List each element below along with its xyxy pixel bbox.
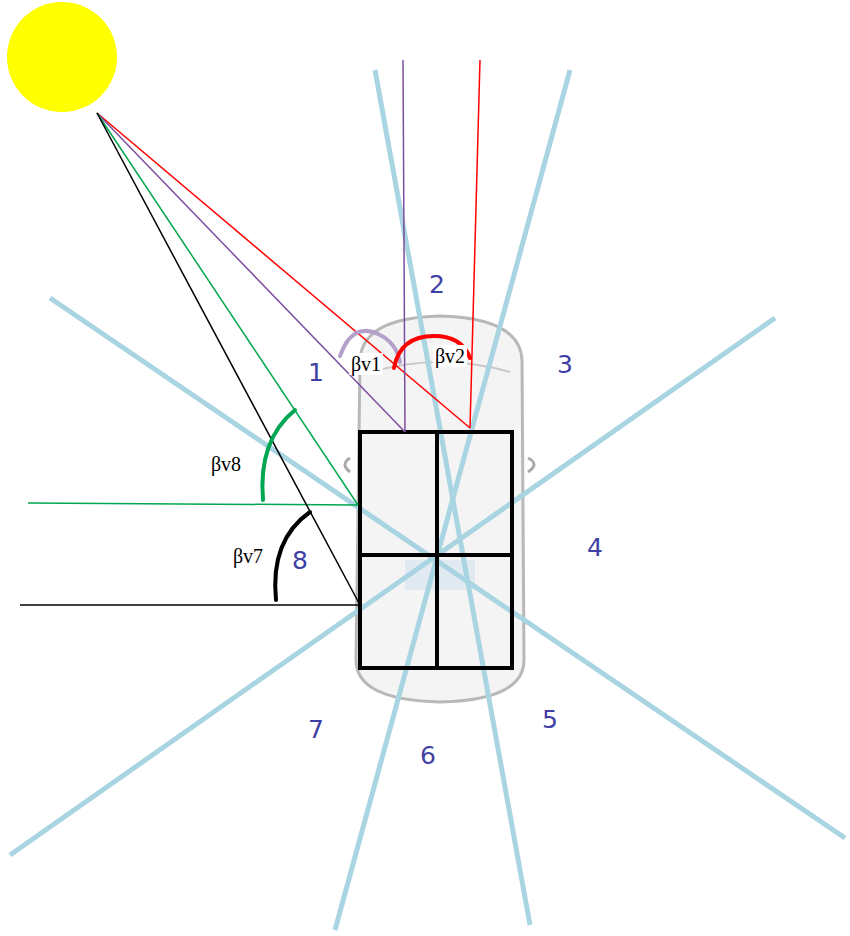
angle-arcs (262, 331, 470, 600)
sun-rays (20, 60, 480, 605)
sun (7, 2, 117, 112)
sector-number: 1 (306, 359, 326, 387)
sensor-grid (360, 432, 512, 668)
sector-number: 5 (540, 706, 560, 734)
sector-number: 7 (306, 716, 326, 744)
sector-lines (10, 70, 845, 930)
sector-number: 6 (418, 742, 438, 770)
sector-number: 3 (555, 351, 575, 379)
sector-number: 8 (290, 547, 310, 575)
angle-label: βv8 (209, 453, 243, 475)
angle-label: βv1 (349, 353, 383, 375)
angle-label: βv7 (231, 545, 265, 567)
sector-number: 2 (427, 271, 447, 299)
angle-label: βv2 (433, 345, 467, 367)
sector-number: 4 (585, 534, 605, 562)
